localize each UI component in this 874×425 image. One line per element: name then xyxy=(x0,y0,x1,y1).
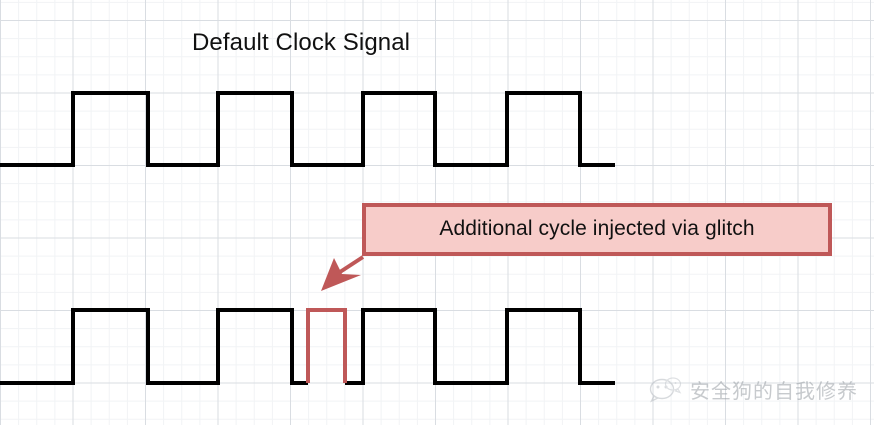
glitch-pointer-arrow xyxy=(321,255,365,291)
injected-glitch-pulse xyxy=(306,308,347,383)
page-title: Default Clock Signal xyxy=(192,29,411,56)
annotation-callout-box: Additional cycle injected via glitch xyxy=(362,203,832,256)
glitched-clock-waveform xyxy=(0,308,615,385)
default-clock-waveform xyxy=(0,91,615,167)
annotation-callout-text: Additional cycle injected via glitch xyxy=(439,217,755,240)
